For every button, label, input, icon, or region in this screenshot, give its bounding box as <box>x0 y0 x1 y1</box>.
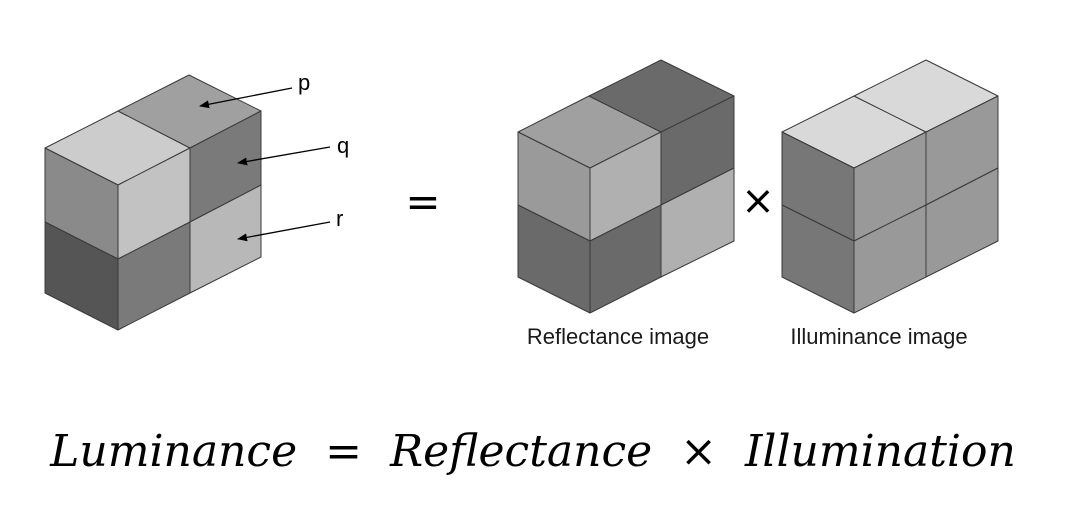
label-p: p <box>298 70 310 95</box>
equation-lhs: Luminance <box>49 426 297 477</box>
luminance-cube <box>44 74 262 331</box>
equation-times: × <box>680 426 717 477</box>
illuminance-caption: Illuminance image <box>790 324 967 349</box>
label-q: q <box>337 133 349 158</box>
equation-illumination: Illumination <box>744 426 1016 477</box>
equation-reflectance: Reflectance <box>389 426 652 477</box>
arrow-r <box>237 221 331 242</box>
times-sign: × <box>741 178 775 224</box>
reflectance-front-bottom-right-face <box>660 167 735 278</box>
reflectance-caption: Reflectance image <box>527 324 709 349</box>
equation-equals: = <box>325 426 362 477</box>
arrow-q <box>237 146 331 166</box>
equals-sign: = <box>405 177 440 226</box>
illuminance-front-bottom-right-face <box>925 167 999 278</box>
equation: Luminance = Reflectance × Illumination <box>49 426 1016 477</box>
illuminance-cube <box>781 59 999 314</box>
luminance-front-bottom-right-face <box>189 184 262 294</box>
label-r: r <box>336 206 343 231</box>
arrow-p <box>199 87 293 109</box>
reflectance-cube <box>517 59 735 314</box>
